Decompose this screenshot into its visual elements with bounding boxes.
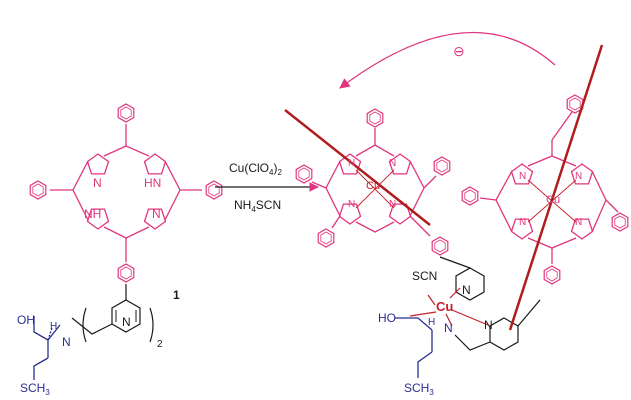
left-porphyrin-n3: N xyxy=(348,199,356,210)
product-pyridine-n2: N xyxy=(484,318,493,332)
left-porphyrin-n4: N xyxy=(389,199,397,210)
left-porphyrin-n1: N xyxy=(348,158,356,169)
porphyrin-ring xyxy=(50,124,202,262)
compound-number: 1 xyxy=(173,288,180,302)
reactant-amine-h: H xyxy=(50,321,58,332)
phenyl-top xyxy=(117,103,135,123)
reactant-molecule xyxy=(29,103,223,380)
right-porphyrin-n1: N xyxy=(519,171,527,182)
reactant-nh-label: NH xyxy=(84,207,102,221)
rotation-arrow xyxy=(339,31,556,89)
porphyrin-right xyxy=(479,111,619,264)
reactant-n-bottom: N xyxy=(152,207,161,221)
phenyl-left xyxy=(29,180,47,200)
minus-circle-icon: ⊖ xyxy=(453,43,465,59)
right-porphyrin-n4: N xyxy=(575,217,583,228)
product-amine-h: H xyxy=(428,317,436,328)
right-porphyrin-n3: N xyxy=(519,217,527,228)
right-porphyrin-cu: Cu xyxy=(546,194,561,206)
product-ho-label: HO xyxy=(378,311,396,325)
reactant-sch3-label: SCH3 xyxy=(20,381,50,397)
phenyl-left-bottom xyxy=(317,228,335,248)
amino-alcohol-chain-product xyxy=(395,317,433,378)
phenyl-left-left xyxy=(295,164,313,184)
reactant-amine-n: N xyxy=(62,335,71,349)
axis-line-left xyxy=(284,109,431,226)
reactant-hn-label: HN xyxy=(144,176,162,190)
product-cu-center: Cu xyxy=(436,299,454,314)
phenyl-left-linker xyxy=(431,236,449,256)
bipyridine-fragment xyxy=(439,256,541,351)
phenyl-bottom xyxy=(117,263,135,283)
phenyl-left-top xyxy=(366,108,384,128)
phenyl-right-left xyxy=(461,186,479,206)
axis-line-right xyxy=(508,44,604,331)
bracket-right xyxy=(149,307,154,343)
product-molecule xyxy=(295,94,629,378)
phenyl-right-bottom xyxy=(543,265,561,285)
product-pyridine-n1: N xyxy=(462,283,471,297)
bracket-left xyxy=(82,307,87,343)
right-porphyrin-n2: N xyxy=(575,171,583,182)
reactant-oh-label: OH xyxy=(17,313,35,327)
product-sch3-label: SCH3 xyxy=(404,381,434,397)
left-porphyrin-n2: N xyxy=(389,158,397,169)
product-scn-label: SCN xyxy=(412,269,438,283)
amino-alcohol-chain xyxy=(33,316,61,380)
phenyl-right xyxy=(205,180,223,200)
left-porphyrin-cu: Cu xyxy=(366,180,381,192)
reagent-ammonium-thiocyanate: NH4SCN xyxy=(234,198,282,214)
reactant-pyridine-n: N xyxy=(122,315,131,329)
porphyrin-left xyxy=(311,128,437,237)
pyridine-ring xyxy=(111,299,141,333)
product-amine-n: N xyxy=(444,321,453,335)
reagent-copper-perchlorate: Cu(ClO4)2 xyxy=(229,161,282,177)
phenyl-left-right xyxy=(433,156,451,176)
phenyl-right-right xyxy=(611,212,629,232)
reactant-n-top: N xyxy=(93,176,102,190)
repeat-subscript: 2 xyxy=(157,339,163,350)
